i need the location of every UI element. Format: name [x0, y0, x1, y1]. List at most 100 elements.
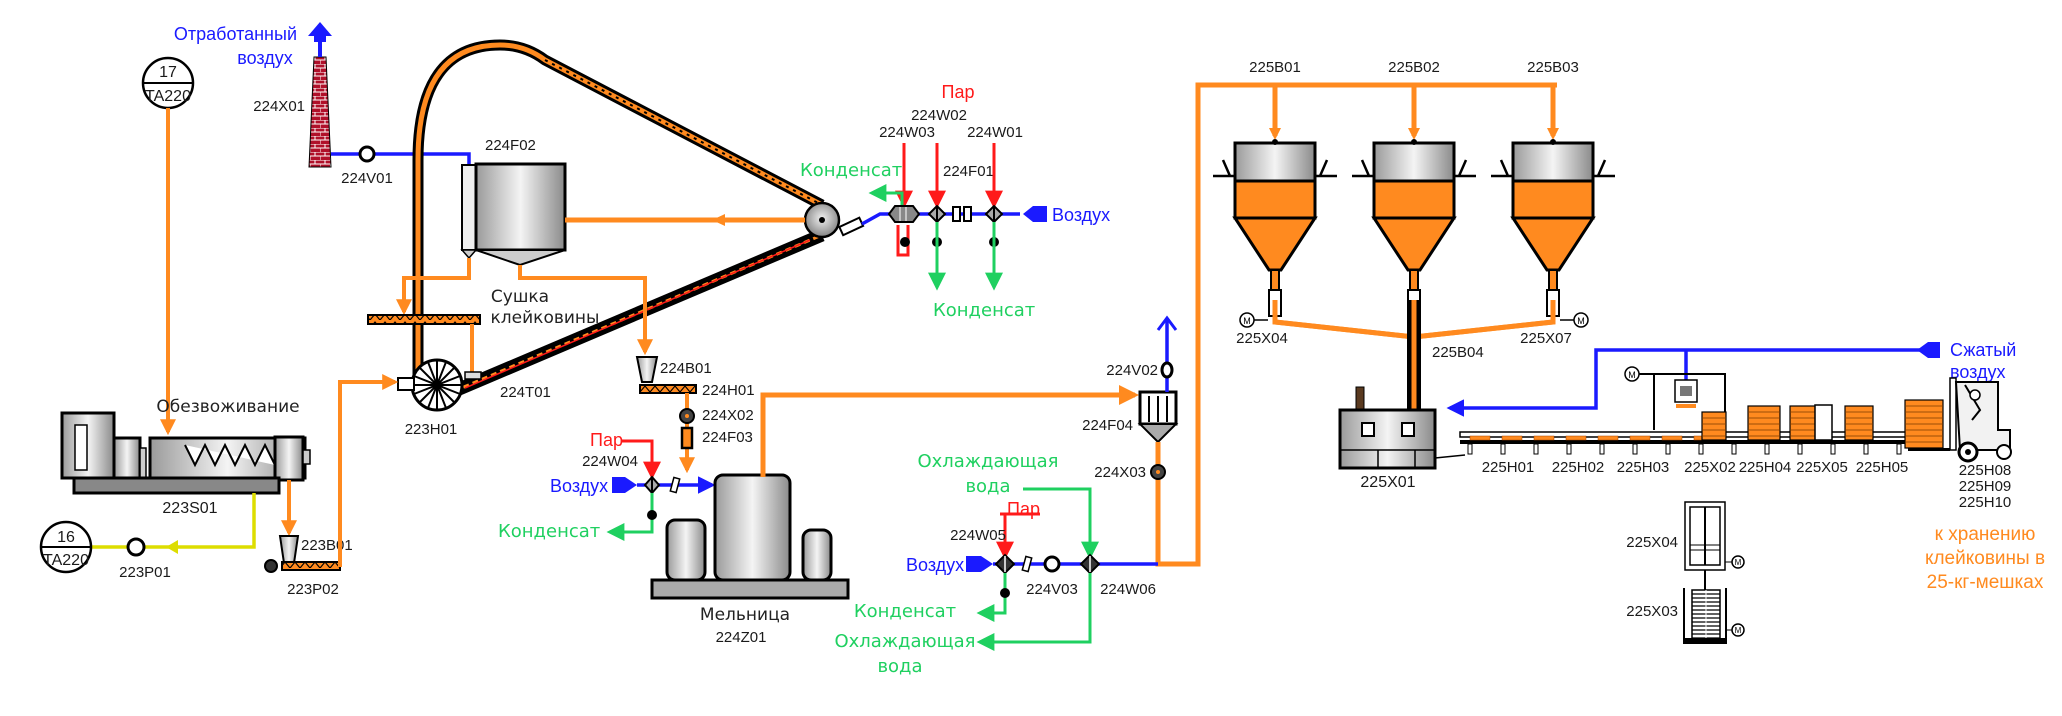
bag: [1661, 435, 1683, 441]
steam-line-224W04: [622, 439, 661, 480]
silo-body: [1511, 179, 1595, 220]
mill-224Z01[interactable]: [650, 473, 850, 600]
screw-press-223S01[interactable]: [60, 411, 311, 495]
motor-225X07[interactable]: M: [1560, 312, 1589, 328]
cooler-224W06[interactable]: [1079, 553, 1101, 575]
silo-cone: [1510, 216, 1596, 272]
product-line-223P02-to-223H01: [338, 374, 399, 567]
heat-exchanger-224W02[interactable]: [927, 204, 947, 224]
dewatering-label: Обезвоживание: [156, 397, 299, 417]
condensate-label-bottom: Конденсат: [933, 300, 1035, 321]
air-inlet-arrow-icon-224W05: [966, 556, 993, 572]
compressed-air-label-2: воздух: [1950, 362, 2006, 382]
fan-224V03[interactable]: [1043, 555, 1061, 573]
silo-supports: [1491, 159, 1615, 178]
air-label-224W05: Воздух: [906, 555, 964, 575]
heat-exchanger-224W04[interactable]: [643, 475, 661, 495]
storage-label-3: 25-кг-мешках: [1927, 572, 2044, 593]
silo-cone: [1232, 216, 1318, 272]
filter-224W05: [1021, 555, 1033, 573]
conveyor-leg: [1566, 443, 1572, 455]
compressed-air-arrow-icon: [1917, 342, 1940, 358]
fan-224V02[interactable]: [1160, 361, 1174, 379]
product-line-224F04-to-silos: [1155, 82, 1557, 567]
chimney-224X01[interactable]: [308, 22, 332, 168]
exhaust-air-label-2: воздух: [237, 48, 293, 68]
roller-conveyor[interactable]: [1459, 399, 1944, 455]
mill-label: Мельница: [700, 605, 790, 625]
sack-stack-225X03[interactable]: M: [1683, 588, 1745, 644]
screw-conveyor-mixer[interactable]: [367, 314, 481, 325]
tag-224F01: 224F01: [943, 163, 994, 180]
pallet-stack: [1789, 405, 1819, 441]
air-line-heaters-to-dryer: [861, 212, 1020, 226]
pallet-stack: [1844, 405, 1874, 441]
tag-224H01: 224H01: [702, 382, 755, 399]
silo-body: [1372, 179, 1456, 220]
vessel-224F02[interactable]: [460, 162, 567, 267]
motor-225X04[interactable]: M: [1239, 312, 1268, 328]
tag-225X02: 225X02: [1684, 459, 1736, 476]
silo-225B01[interactable]: [1213, 85, 1337, 317]
air-label-224W04: Воздух: [550, 476, 608, 496]
connector-17[interactable]: 17 TA220: [141, 56, 195, 110]
heat-exchanger-224W03[interactable]: [887, 205, 921, 223]
rotary-valve-224X03[interactable]: [1150, 464, 1166, 480]
pallet-stack: [1904, 399, 1944, 449]
tag-224X02: 224X02: [702, 407, 754, 424]
tag-223P01: 223P01: [119, 564, 171, 581]
heat-exchanger-224W05[interactable]: [994, 553, 1016, 575]
tag-225H04: 225H04: [1739, 459, 1792, 476]
tag-225B03: 225B03: [1527, 59, 1579, 76]
hopper-223B01[interactable]: [278, 535, 300, 564]
sack-magazine-225X04[interactable]: M: [1684, 501, 1745, 571]
pump-223P01[interactable]: [126, 537, 146, 557]
cooling-water-out-label-1: Охлаждающая: [834, 631, 975, 652]
tag-224V03: 224V03: [1026, 581, 1078, 598]
screw-conveyor-224H01[interactable]: [639, 384, 697, 394]
cooling-water-in-label-1: Охлаждающая: [917, 451, 1058, 472]
tag-224F04: 224F04: [1082, 417, 1133, 434]
conveyor-leg: [1698, 443, 1704, 455]
connector-16[interactable]: 16 TA220: [39, 520, 93, 574]
tag-223P02: 223P02: [287, 581, 339, 598]
bag: [1533, 435, 1555, 441]
conveyor-leg: [1764, 443, 1770, 455]
tag-224Z01: 224Z01: [716, 629, 767, 646]
motor-label: M: [1577, 316, 1585, 326]
hopper-224B01[interactable]: [635, 356, 659, 383]
screw-feeder-223P02[interactable]: [264, 559, 341, 573]
cooling-water-out-label-2: вода: [877, 656, 922, 677]
tag-224F03: 224F03: [702, 429, 753, 446]
palletizer-225X02[interactable]: M: [1624, 366, 1726, 430]
cooling-water-in-label-2: вода: [965, 476, 1010, 497]
conveyor-leg: [1665, 443, 1671, 455]
bag-filter-224F04[interactable]: [1137, 390, 1179, 444]
belt-dryer-224T01[interactable]: [412, 39, 865, 401]
magnet-224F03[interactable]: [680, 426, 694, 450]
filter-224F01[interactable]: [952, 206, 972, 222]
tag-223S01: 223S01: [162, 500, 217, 517]
bagging-machine-225X01[interactable]: [1338, 386, 1437, 470]
forklift-225H08[interactable]: [1908, 377, 2012, 463]
tag-224T01: 224T01: [500, 384, 551, 401]
tag-224F02: 224F02: [485, 137, 536, 154]
rotary-valve-224X02[interactable]: [679, 408, 695, 424]
tag-224W01: 224W01: [967, 124, 1023, 141]
silo-225B02[interactable]: [1352, 85, 1476, 317]
steam-label-224W05: Пар: [1007, 499, 1040, 519]
silo-body: [1233, 179, 1317, 220]
rotary-feeder-223H01[interactable]: [397, 358, 464, 412]
heat-exchanger-224W01[interactable]: [984, 204, 1004, 224]
fan-224V01[interactable]: [358, 145, 376, 163]
wrapper-225X05[interactable]: [1814, 404, 1833, 441]
condensate-line-224W05: [976, 573, 1007, 622]
tag-225B04: 225B04: [1432, 344, 1484, 361]
silo-225B03[interactable]: [1491, 85, 1615, 317]
connector-16-number: 16: [57, 529, 75, 546]
tag-225X03: 225X03: [1626, 603, 1678, 620]
condensate-label-top: Конденсат: [800, 160, 902, 181]
air-inlet-arrow-icon-top: [1023, 206, 1047, 222]
pallet-stack: [1701, 411, 1727, 441]
connector-16-code: TA220: [43, 552, 89, 569]
